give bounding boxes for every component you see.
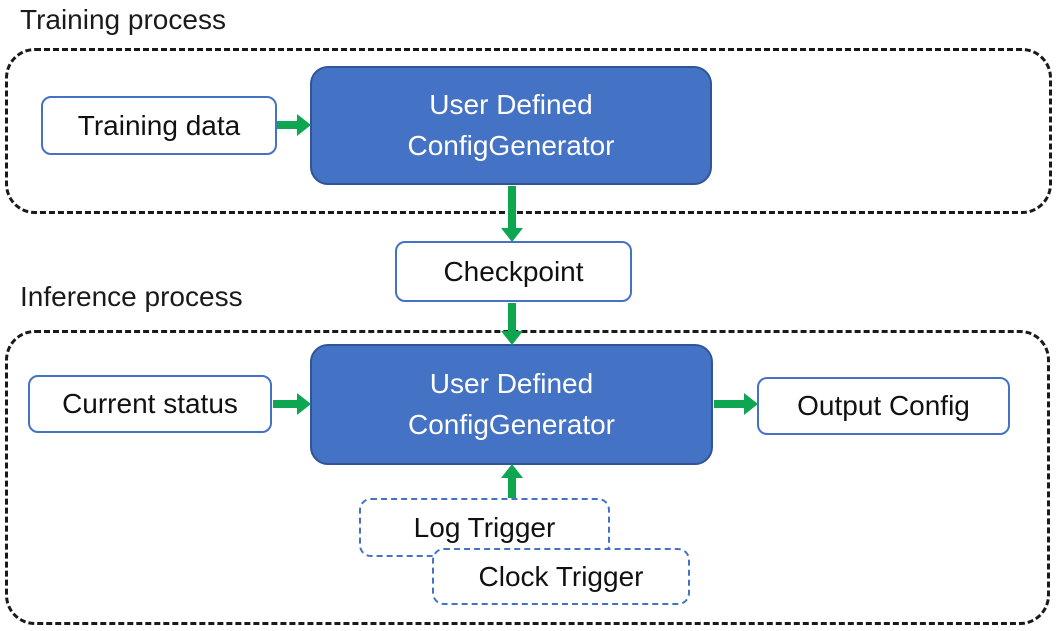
inference-generator-line1: User Defined: [429, 367, 594, 399]
training-generator-box: User Defined ConfigGenerator: [310, 66, 712, 185]
training-generator-line2: ConfigGenerator: [407, 129, 615, 161]
current-status-box: Current status: [28, 375, 272, 433]
arrow-head-down-icon: [501, 228, 523, 242]
arrow-stem: [508, 477, 516, 498]
training-process-label: Training process: [20, 4, 226, 35]
inference-process-label: Inference process: [20, 281, 243, 312]
arrow-generator-to-output-config: [714, 393, 758, 415]
arrow-checkpoint-to-generator: [501, 303, 523, 345]
arrow-training-data-to-generator: [277, 114, 311, 136]
arrow-stem: [508, 186, 516, 229]
arrow-generator-to-checkpoint: [501, 186, 523, 242]
clock-trigger-box: Clock Trigger: [432, 548, 690, 605]
arrow-stem: [277, 121, 298, 129]
log-trigger-box: Log Trigger: [359, 498, 610, 557]
arrow-head-right-icon: [297, 114, 311, 136]
training-data-box: Training data: [41, 96, 277, 155]
arrow-stem: [273, 400, 298, 408]
output-config-box: Output Config: [757, 377, 1010, 435]
arrow-triggers-to-generator: [501, 464, 523, 498]
inference-generator-box: User Defined ConfigGenerator: [310, 344, 713, 465]
training-process-container: [5, 48, 1052, 214]
inference-process-container: [5, 330, 1050, 625]
inference-generator-line2: ConfigGenerator: [407, 408, 615, 440]
training-generator-line1: User Defined: [429, 88, 593, 120]
arrow-stem: [714, 400, 745, 408]
arrow-head-right-icon: [744, 393, 758, 415]
arrow-current-status-to-generator: [273, 393, 311, 415]
arrow-head-down-icon: [501, 331, 523, 345]
arrow-stem: [508, 303, 516, 332]
checkpoint-box: Checkpoint: [395, 241, 632, 302]
arrow-head-up-icon: [501, 464, 523, 478]
arrow-head-right-icon: [297, 393, 311, 415]
